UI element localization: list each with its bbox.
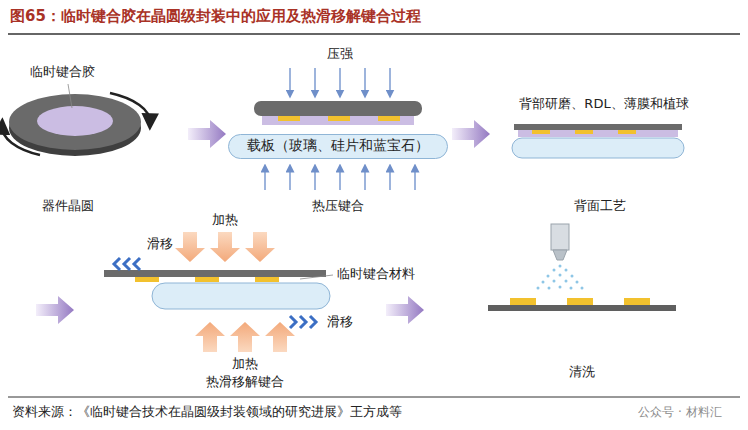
thermo-compression-bond bbox=[254, 68, 422, 190]
slide-label: 滑移 bbox=[327, 314, 353, 330]
backside-process-stack bbox=[512, 124, 684, 158]
device-wafer bbox=[2, 84, 150, 156]
footer-rule bbox=[8, 397, 740, 398]
step-name: 背面工艺 bbox=[574, 198, 626, 214]
title-rule bbox=[8, 33, 740, 35]
step-name: 器件晶圆 bbox=[42, 198, 94, 214]
thermal-slide-debond bbox=[104, 232, 333, 352]
heat-label: 加热 bbox=[232, 356, 258, 372]
carrier-board: 载板（玻璃、硅片和蓝宝石） bbox=[228, 134, 448, 159]
heat-label: 加热 bbox=[212, 212, 238, 228]
step-name: 清洗 bbox=[569, 364, 595, 380]
material-label: 临时键合胶 bbox=[30, 64, 95, 80]
node-text: 载板（玻璃、硅片和蓝宝石） bbox=[247, 137, 429, 155]
slide-label: 滑移 bbox=[147, 236, 173, 252]
pressure-label: 压强 bbox=[327, 46, 353, 62]
material-label: 临时键合材料 bbox=[337, 266, 415, 282]
watermark: 公众号 · 材料汇 bbox=[638, 404, 721, 420]
step-name: 热滑移解键合 bbox=[206, 374, 284, 390]
source-caption: 资料来源：《临时键合技术在晶圆级封装领域的研究进展》王方成等 bbox=[12, 404, 402, 420]
cleaning-nozzle bbox=[488, 224, 676, 311]
step-name: 热压键合 bbox=[312, 198, 364, 214]
figure-title: 图65：临时键合胶在晶圆级封装中的应用及热滑移解键合过程 bbox=[10, 8, 421, 24]
process-arrow bbox=[36, 120, 490, 324]
process-label: 背部研磨、RDL、薄膜和植球 bbox=[519, 96, 688, 112]
